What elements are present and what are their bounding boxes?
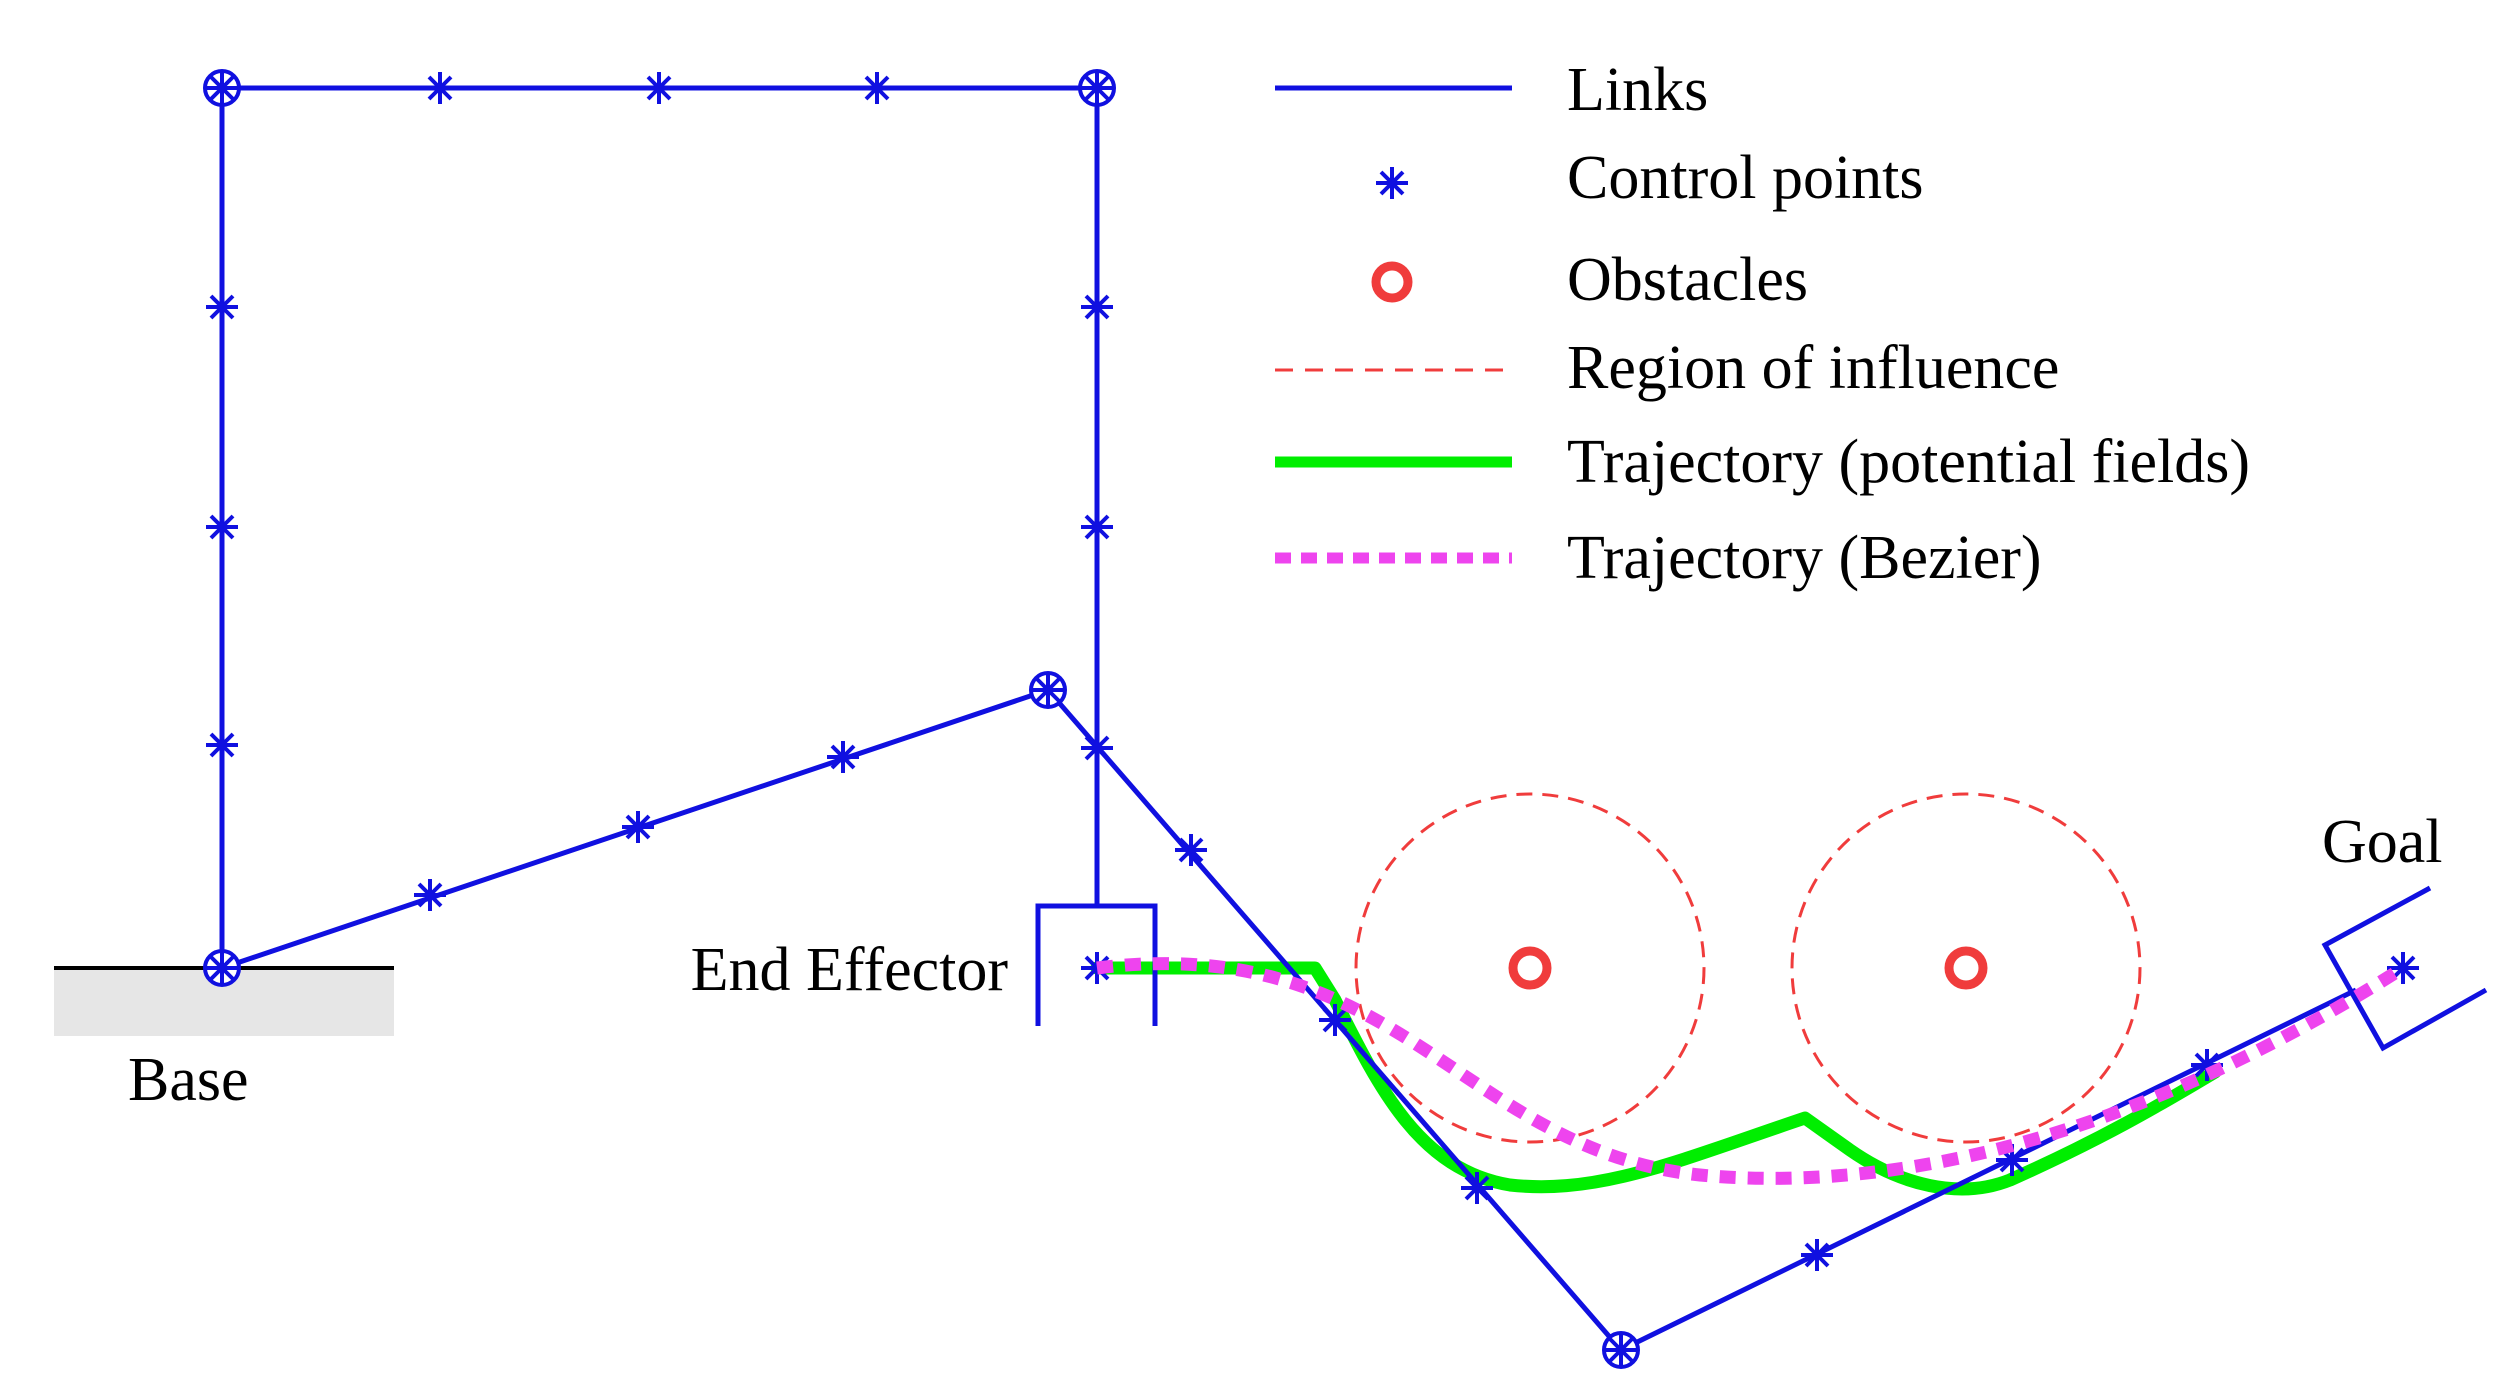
trajectory-bezier (1096, 957, 2407, 1185)
region-of-influence-1 (1354, 792, 1706, 1144)
arm-links-lower (221, 687, 2358, 1354)
legend-label-region: Region of influence (1567, 334, 2059, 402)
legend-sample-obstacle (1371, 261, 1413, 303)
joint-icon (205, 951, 239, 985)
control-point (641, 70, 677, 106)
base-group: Base (54, 966, 394, 1114)
goal-gripper-shape (2321, 885, 2488, 1052)
goal-label: Goal (2322, 808, 2443, 876)
joint-icon (1604, 1333, 1638, 1367)
joint-icon (1031, 673, 1065, 707)
joint-icon (205, 71, 239, 105)
legend: Links Control points Obstacles Region of… (1275, 56, 2250, 592)
obstacle-2 (1944, 946, 1988, 990)
control-point (412, 877, 448, 913)
control-point (204, 727, 240, 763)
end-effector: End Effector (691, 903, 1158, 1026)
control-point (1799, 1237, 1835, 1273)
end-effector-label: End Effector (691, 936, 1009, 1004)
legend-label-obstacles: Obstacles (1567, 246, 1808, 314)
legend-label-control-points: Control points (1567, 144, 1924, 212)
legend-label-trajectory-bezier: Trajectory (Bezier) (1567, 524, 2042, 592)
arm-pose-lower (205, 673, 2358, 1367)
control-point (1079, 509, 1115, 545)
regions-of-influence (1354, 792, 2142, 1144)
arm-links-upper (219, 85, 1100, 968)
control-point (204, 509, 240, 545)
legend-label-trajectory-pf: Trajectory (potential fields) (1567, 428, 2250, 496)
control-point (204, 289, 240, 325)
arm-pose-upper (205, 71, 1114, 968)
joint-icon (1080, 71, 1114, 105)
region-of-influence-2 (1790, 792, 2142, 1144)
legend-sample-control-point (1374, 165, 1410, 201)
control-point (620, 809, 656, 845)
control-point (422, 70, 458, 106)
obstacles (1508, 946, 1988, 990)
obstacle-1 (1508, 946, 1552, 990)
control-point (1079, 289, 1115, 325)
base-label: Base (128, 1046, 249, 1114)
legend-label-links: Links (1567, 56, 1708, 124)
goal: Goal (2321, 808, 2488, 1052)
control-point (859, 70, 895, 106)
control-point (825, 739, 861, 775)
trajectory-potential-fields (1090, 961, 2222, 1196)
